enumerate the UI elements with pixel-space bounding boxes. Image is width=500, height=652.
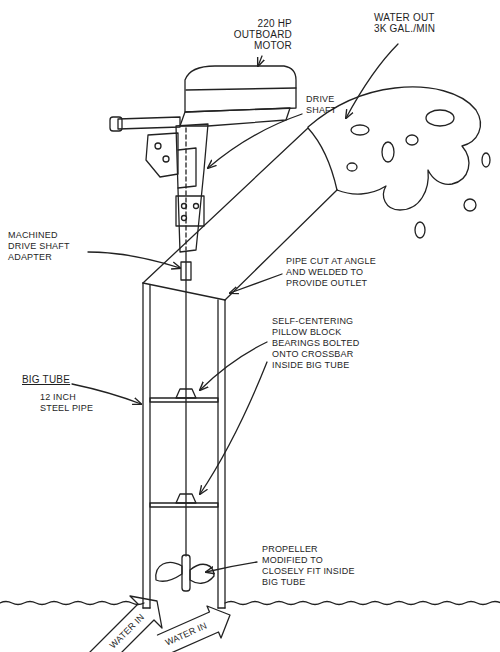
part-label: PIPE CUT AT ANGLE AND WELDED TO PROVIDE … [286, 256, 396, 289]
tube-wall [149, 285, 150, 608]
tiller-arm [118, 117, 180, 129]
pillow-block-bearing [176, 494, 196, 503]
part-label: WATER OUT 3K GAL./MIN [374, 12, 446, 34]
inflow-arrow [158, 606, 231, 652]
pillow-block-bearing [176, 389, 196, 398]
flow-label: WATER IN [163, 620, 208, 648]
part-label: 220 HP OUTBOARD MOTOR [226, 18, 292, 51]
part-label: SELF-CENTERING PILLOW BLOCK BEARINGS BOL… [272, 316, 370, 371]
part-label: DRIVE SHAFT [306, 94, 348, 116]
water-splash [382, 142, 394, 162]
leader-line [258, 56, 262, 66]
water-drop [415, 222, 425, 238]
water-drop [482, 153, 490, 167]
pipe-mouth [308, 128, 337, 190]
water-splash [347, 163, 357, 171]
lower-cowl [180, 108, 290, 126]
leader-line [88, 252, 180, 268]
leader-line [206, 562, 257, 572]
part-label: 12 INCH STEEL PIPE [40, 392, 102, 414]
outlet-pipe [143, 128, 308, 283]
water-surface [225, 602, 500, 605]
tube-bottom [143, 607, 150, 608]
tube-wall [217, 300, 218, 608]
leader-line [72, 384, 141, 404]
propeller-blade [156, 562, 182, 581]
part-label: PROPELLER MODIFIED TO CLOSELY FIT INSIDE… [262, 544, 356, 588]
water-splash [426, 110, 454, 126]
trim-bracket [178, 148, 196, 188]
motor-cowl [185, 66, 296, 112]
part-label: MACHINED DRIVE SHAFT ADAPTER [8, 230, 84, 263]
leader-line [200, 342, 267, 390]
water-drop [464, 199, 476, 211]
tube-wall [142, 283, 143, 608]
leader-line [346, 44, 398, 118]
clamp-screw [163, 156, 169, 162]
leader-line [208, 114, 302, 168]
flow-label: WATER IN [107, 611, 146, 650]
drive-shaft-hidden [185, 128, 186, 250]
inflow-arrow [80, 596, 162, 652]
part-label: BIG TUBE [22, 374, 70, 385]
propeller-hub [182, 555, 190, 591]
mount-hole [194, 204, 199, 209]
shaft-adapter [181, 262, 191, 280]
leader-line [200, 362, 267, 494]
clamp-bracket [146, 133, 178, 177]
water-surface [0, 602, 144, 605]
tube-bottom [218, 607, 225, 608]
water-splash [406, 135, 418, 145]
tiller-grip [110, 117, 122, 131]
cowl-seam [186, 88, 296, 90]
motor-leg [176, 124, 208, 252]
drive-shaft [185, 252, 186, 556]
leader-line [230, 274, 282, 293]
water-splash [351, 125, 369, 135]
weld-seam [143, 283, 225, 300]
clamp-screw [155, 143, 161, 149]
mounting-plate [176, 196, 204, 226]
propeller-blade [190, 564, 214, 583]
